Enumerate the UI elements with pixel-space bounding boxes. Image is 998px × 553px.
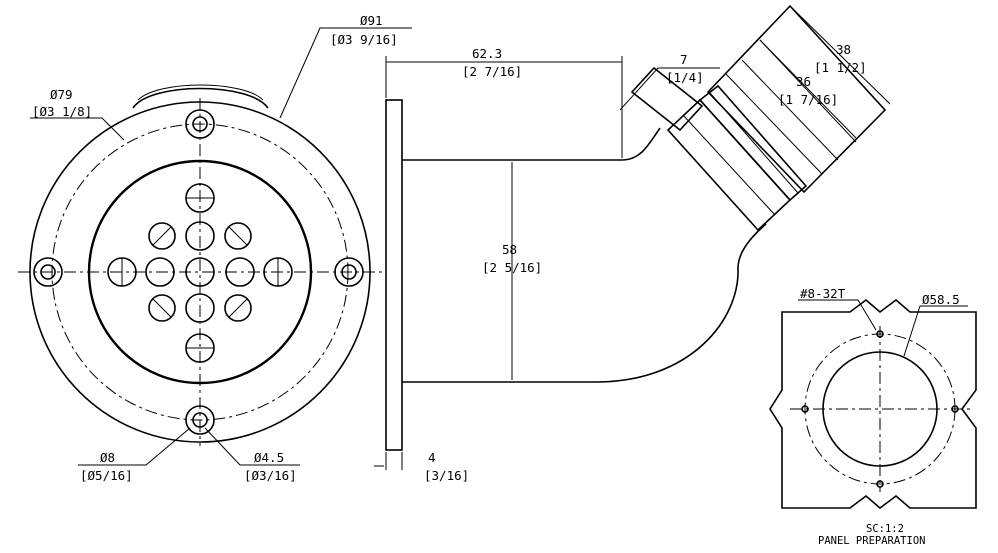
label-4-in: [3/16] — [424, 468, 469, 483]
label-36: 36 — [796, 74, 811, 89]
label-623: 62.3 — [472, 46, 502, 61]
label-7: 7 — [680, 52, 688, 67]
angled-coupling — [630, 4, 887, 232]
flange-plate — [385, 99, 403, 451]
leader-7 — [619, 67, 720, 111]
label-7-in: [1/4] — [666, 70, 704, 85]
label-d45-in: [Ø3/16] — [244, 468, 297, 483]
front-view — [18, 27, 412, 466]
panel-cutout-outline — [769, 298, 977, 510]
label-d91: Ø91 — [360, 13, 383, 28]
panel-preparation — [769, 298, 977, 510]
label-screw: #8-32T — [800, 286, 846, 301]
label-d79-in: [Ø3 1/8] — [32, 104, 92, 119]
panel-screw-hole-bottom — [876, 480, 884, 488]
label-36-in: [1 7/16] — [778, 92, 838, 107]
label-d45: Ø4.5 — [254, 450, 284, 465]
rear-nozzle-inner — [137, 84, 264, 101]
label-58: 58 — [502, 242, 517, 257]
dim-line-36 — [759, 39, 857, 139]
panel-screw-hole-left — [801, 405, 809, 413]
rear-nozzle-outline — [132, 87, 269, 109]
label-scale: SC:1:2 — [866, 523, 904, 535]
label-d8: Ø8 — [100, 450, 115, 465]
label-d79: Ø79 — [50, 87, 73, 102]
label-4: 4 — [428, 450, 436, 465]
label-d585: Ø58.5 — [922, 292, 960, 307]
panel-screw-hole-top — [876, 330, 884, 338]
mount-hole-right — [334, 257, 364, 287]
mount-hole-bottom — [185, 405, 215, 435]
label-38: 38 — [836, 42, 851, 57]
contact-pins — [107, 183, 293, 363]
label-58-in: [2 5/16] — [482, 260, 542, 275]
leader-d79 — [30, 117, 125, 141]
leader-d8 — [78, 427, 191, 466]
body-top-outline — [402, 127, 661, 161]
label-panel: PANEL PREPARATION — [818, 535, 925, 547]
label-38-in: [1 1/2] — [814, 60, 867, 75]
leader-d91 — [279, 27, 412, 119]
panel-screw-hole-right — [951, 405, 959, 413]
label-623-in: [2 7/16] — [462, 64, 522, 79]
mount-hole-left — [33, 257, 63, 287]
label-d91-in: [Ø3 9/16] — [330, 32, 398, 47]
leader-d585 — [903, 305, 968, 357]
dim-line-38 — [789, 5, 891, 105]
mount-hole-top — [185, 109, 215, 139]
leader-d45 — [204, 427, 300, 466]
body-bottom-outline — [402, 223, 767, 383]
label-d8-in: [Ø5/16] — [80, 468, 133, 483]
leader-screw — [798, 299, 877, 331]
side-view — [374, 4, 891, 470]
